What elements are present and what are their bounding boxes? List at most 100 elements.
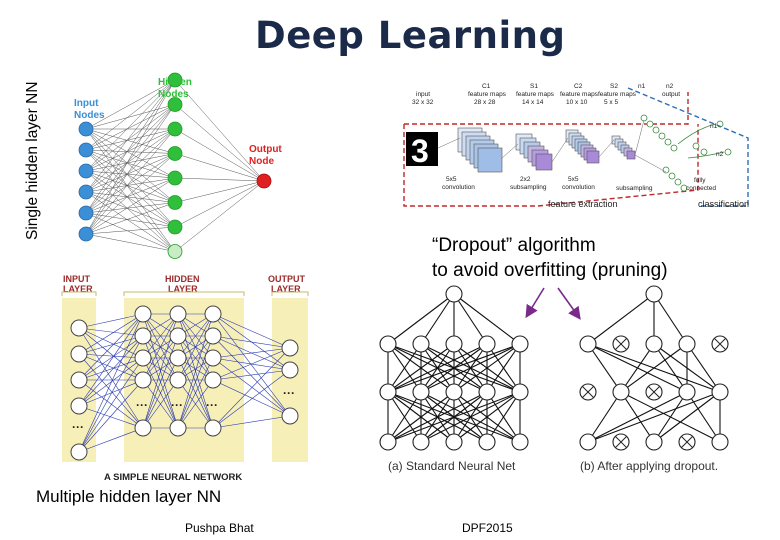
network-node bbox=[511, 383, 529, 401]
input-node bbox=[78, 163, 94, 179]
network-node bbox=[412, 433, 430, 451]
network-node bbox=[281, 339, 299, 357]
network-node bbox=[645, 433, 663, 451]
network-node bbox=[711, 433, 729, 451]
network-node bbox=[204, 371, 222, 389]
dropout-arrows bbox=[525, 287, 581, 320]
dropout-caption-line1: “Dropout” algorithm bbox=[432, 235, 596, 256]
network-node bbox=[134, 327, 152, 345]
cnn-c1-sub: feature maps bbox=[468, 91, 507, 98]
network-node bbox=[711, 383, 729, 401]
hidden-node bbox=[167, 195, 183, 210]
cnn-input-size: 32 x 32 bbox=[412, 99, 434, 106]
network-node bbox=[379, 383, 397, 401]
cnn-output-n2: n2 bbox=[716, 151, 724, 158]
dropout-diagram: (a) Standard Neural Net (b) After applyi… bbox=[379, 285, 729, 473]
drop-cross bbox=[615, 338, 627, 350]
network-node bbox=[70, 319, 88, 337]
slide-title: Deep Learning bbox=[255, 14, 566, 57]
network-node bbox=[169, 371, 187, 389]
feature-extraction-label: feature extraction bbox=[548, 199, 618, 209]
network-node bbox=[412, 383, 430, 401]
output-node-label-line2: Node bbox=[249, 156, 274, 167]
input-node bbox=[78, 121, 94, 137]
network-node bbox=[511, 335, 529, 353]
network-node bbox=[281, 361, 299, 379]
network-node bbox=[379, 433, 397, 451]
network-node bbox=[511, 433, 529, 451]
footer-conference: DPF2015 bbox=[462, 521, 513, 535]
network-node bbox=[70, 397, 88, 415]
output-neurons bbox=[677, 120, 732, 159]
output-node-label-line1: Output bbox=[249, 144, 282, 155]
network-node bbox=[445, 335, 463, 353]
cnn-s1-sub: feature maps bbox=[516, 91, 555, 98]
cnn-c2-label: C2 bbox=[574, 83, 583, 90]
dropout-caption-line2: to avoid overfitting (pruning) bbox=[432, 260, 668, 281]
cnn-s2-sub: feature maps bbox=[598, 91, 637, 98]
network-node bbox=[579, 433, 597, 451]
input-digit-box bbox=[406, 132, 438, 166]
ellipsis-node: ··· bbox=[206, 398, 218, 412]
hidden-node bbox=[167, 219, 183, 235]
network-node bbox=[445, 383, 463, 401]
c1-feature-maps bbox=[457, 127, 503, 173]
network-node bbox=[645, 335, 663, 353]
network-node bbox=[204, 419, 222, 437]
multiple-hidden-layer-label: Multiple hidden layer NN bbox=[36, 487, 222, 506]
arrow-to-dropout-net bbox=[557, 287, 581, 320]
dropout-net-connections bbox=[587, 293, 721, 443]
network-node bbox=[70, 345, 88, 363]
network-node bbox=[678, 383, 696, 401]
cnn-c1-size: 28 x 28 bbox=[474, 99, 496, 106]
cnn-connection-lines bbox=[437, 119, 667, 173]
simple-nn-caption: A SIMPLE NEURAL NETWORK bbox=[104, 472, 242, 483]
network-node bbox=[445, 433, 463, 451]
single-nn-connections bbox=[85, 79, 265, 252]
hidden-nodes-label-line1: Hidden bbox=[158, 77, 192, 88]
hidden-node bbox=[167, 244, 183, 259]
output-layer-band bbox=[272, 298, 308, 462]
cnn-sub2-label: subsampling bbox=[616, 185, 653, 192]
drop-cross bbox=[714, 338, 726, 350]
dropout-net-nodes bbox=[579, 285, 729, 451]
layer-brackets bbox=[61, 291, 309, 296]
network-node bbox=[478, 335, 496, 353]
network-node bbox=[478, 433, 496, 451]
arrow-to-standard-net bbox=[525, 287, 545, 319]
network-node bbox=[281, 407, 299, 425]
network-node bbox=[169, 327, 187, 345]
network-node bbox=[70, 443, 88, 461]
cnn-c2-size: 10 x 10 bbox=[566, 99, 588, 106]
network-node bbox=[169, 419, 187, 437]
standard-net-label: (a) Standard Neural Net bbox=[388, 459, 516, 473]
single-hidden-layer-label: Single hidden layer NN bbox=[24, 81, 41, 240]
ellipsis-node: ··· bbox=[171, 398, 183, 412]
feature-extraction-box bbox=[403, 92, 699, 207]
cnn-s2-label: S2 bbox=[610, 83, 618, 90]
input-nodes-label-line2: Nodes bbox=[74, 110, 105, 121]
input-node bbox=[78, 184, 94, 200]
s1-feature-maps bbox=[515, 133, 553, 171]
cnn-input-label: input bbox=[416, 91, 430, 98]
drop-cross bbox=[615, 436, 627, 448]
network-node bbox=[612, 383, 630, 401]
c2-feature-maps bbox=[565, 129, 600, 164]
multi-nn-nodes: ··············· bbox=[70, 305, 299, 461]
hidden-node bbox=[167, 170, 183, 186]
network-node bbox=[169, 349, 187, 367]
network-node bbox=[204, 327, 222, 345]
cnn-n1-label: n1 bbox=[638, 83, 646, 90]
input-nodes-label-line1: Input bbox=[74, 98, 99, 109]
network-node bbox=[169, 305, 187, 323]
